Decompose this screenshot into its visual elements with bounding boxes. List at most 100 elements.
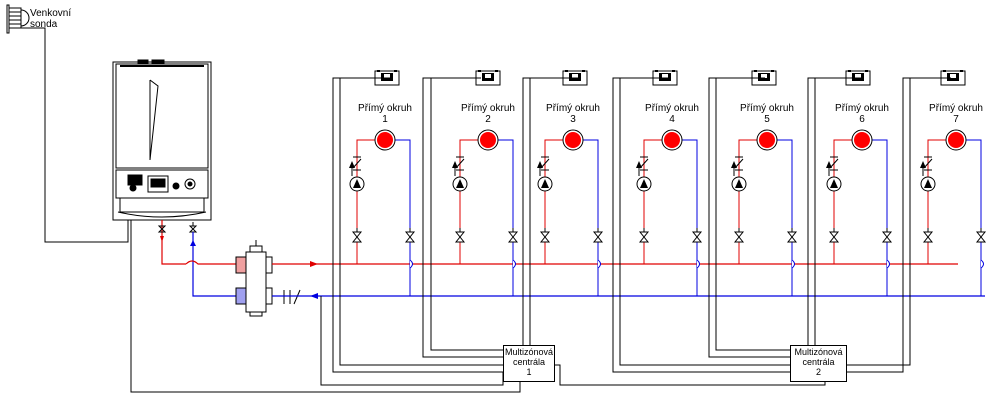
zone-controller-1: Multizónová centrála 1 xyxy=(503,345,555,382)
circuit-number: 5 xyxy=(764,114,770,125)
boiler-supply-pipe xyxy=(161,220,186,265)
circuit-return-pipe xyxy=(777,139,793,296)
zone-controller-number: 1 xyxy=(526,367,532,377)
circuit-number: 2 xyxy=(485,114,491,125)
pipe-crossing xyxy=(409,259,413,269)
outdoor-sensor-label-line1: Venkovní xyxy=(30,8,72,19)
circuit-supply-pipe xyxy=(356,139,375,264)
ball-valve-icon xyxy=(922,228,934,243)
flow-arrow-icon xyxy=(636,161,642,168)
circuit-label-5: Přímý okruh 5 xyxy=(727,103,807,125)
pump-icon xyxy=(349,176,365,192)
main-supply-pipe xyxy=(185,260,240,265)
zone-controller-line2: centrála xyxy=(802,357,835,367)
circuit-supply-pipe xyxy=(833,139,852,264)
pipe-crossing xyxy=(980,259,984,269)
circuit-supply-pipe xyxy=(643,139,662,264)
flow-arrow-icon xyxy=(537,161,543,168)
zone-controller-line2: centrála xyxy=(512,357,546,367)
pump-icon xyxy=(731,176,747,192)
circuit-title: Přímý okruh xyxy=(740,103,794,114)
ball-valve-icon xyxy=(454,228,466,243)
circuit-number: 3 xyxy=(570,114,576,125)
radiator-icon xyxy=(565,132,581,148)
circuit-7 xyxy=(920,70,987,296)
boiler xyxy=(112,59,212,221)
circuit-return-pipe xyxy=(872,139,888,296)
ball-valve-icon xyxy=(351,228,363,243)
zone-2-wiring xyxy=(612,77,951,373)
circuit-title: Přímý okruh xyxy=(461,103,515,114)
radiator-icon xyxy=(759,132,775,148)
zone-controller-2: Multizónová centrála 2 xyxy=(790,345,847,382)
pipe-crossing xyxy=(886,259,890,269)
ball-valve-icon xyxy=(786,228,798,243)
pump-icon xyxy=(636,176,652,192)
pump-icon xyxy=(452,176,468,192)
ball-valve-icon xyxy=(691,228,703,243)
circuit-title: Přímý okruh xyxy=(929,103,983,114)
circuit-label-2: Přímý okruh 2 xyxy=(448,103,528,125)
circuit-title: Přímý okruh xyxy=(645,103,699,114)
boiler-valve-icon xyxy=(157,222,198,233)
circuit-title: Přímý okruh xyxy=(835,103,889,114)
circuit-supply-pipe xyxy=(927,139,946,264)
circuit-4 xyxy=(636,70,703,296)
circuit-2 xyxy=(452,70,519,296)
flow-arrow-icon xyxy=(349,161,355,168)
main-return-feed xyxy=(192,264,240,297)
radiator-icon xyxy=(854,132,870,148)
ball-valve-icon xyxy=(638,228,650,243)
circuit-label-7: Přímý okruh 7 xyxy=(916,103,996,125)
ball-valve-icon xyxy=(975,228,987,243)
radiator-icon xyxy=(664,132,680,148)
circuit-1 xyxy=(349,70,416,296)
zone-controller-line1: Multizónová xyxy=(794,347,843,357)
outdoor-sensor-label-line2: sonda xyxy=(30,19,58,30)
radiator-icon xyxy=(948,132,964,148)
radiator-icon xyxy=(480,132,496,148)
outdoor-sensor-icon xyxy=(6,4,30,34)
header-supply-arrow-icon xyxy=(310,261,318,267)
circuit-supply-pipe xyxy=(544,139,563,264)
ball-valve-icon xyxy=(592,228,604,243)
ball-valve-icon xyxy=(507,228,519,243)
ball-valve-icon xyxy=(828,228,840,243)
pipe-crossing xyxy=(696,259,700,269)
pipe-crossing xyxy=(512,259,516,269)
circuit-return-pipe xyxy=(395,139,411,296)
circuit-return-pipe xyxy=(498,139,514,296)
circuit-number: 6 xyxy=(859,114,865,125)
outdoor-sensor-wire xyxy=(18,27,129,243)
circuit-supply-pipe xyxy=(738,139,757,264)
circuit-label-3: Přímý okruh 3 xyxy=(533,103,613,125)
flow-arrow-icon xyxy=(731,161,737,168)
circuit-number: 1 xyxy=(382,114,388,125)
return-arrow-icon xyxy=(190,240,196,246)
hydraulic-separator xyxy=(235,240,273,317)
circuit-label-1: Přímý okruh 1 xyxy=(345,103,425,125)
pump-icon xyxy=(537,176,553,192)
circuit-number: 7 xyxy=(953,114,959,125)
ball-valve-icon xyxy=(733,228,745,243)
flow-arrow-icon xyxy=(452,161,458,168)
circuit-label-6: Přímý okruh 6 xyxy=(822,103,902,125)
circuit-return-pipe xyxy=(583,139,599,296)
circuit-label-4: Přímý okruh 4 xyxy=(632,103,712,125)
expansion-valve-icon xyxy=(283,289,301,305)
zone-controller-line1: Multizónová xyxy=(504,347,554,357)
pipe-crossing xyxy=(791,259,795,269)
pump-icon xyxy=(920,176,936,192)
circuit-return-pipe xyxy=(966,139,982,296)
ball-valve-icon xyxy=(404,228,416,243)
flow-arrow-icon xyxy=(826,161,832,168)
circuit-supply-pipe xyxy=(459,139,478,264)
zone-controller-number: 2 xyxy=(815,367,821,377)
ball-valve-icon xyxy=(881,228,893,243)
circuit-number: 4 xyxy=(669,114,675,125)
outdoor-sensor-label: Venkovní sonda xyxy=(30,8,71,30)
circuit-title: Přímý okruh xyxy=(546,103,600,114)
bus-wiring xyxy=(130,220,826,393)
flow-arrow-icon xyxy=(920,161,926,168)
